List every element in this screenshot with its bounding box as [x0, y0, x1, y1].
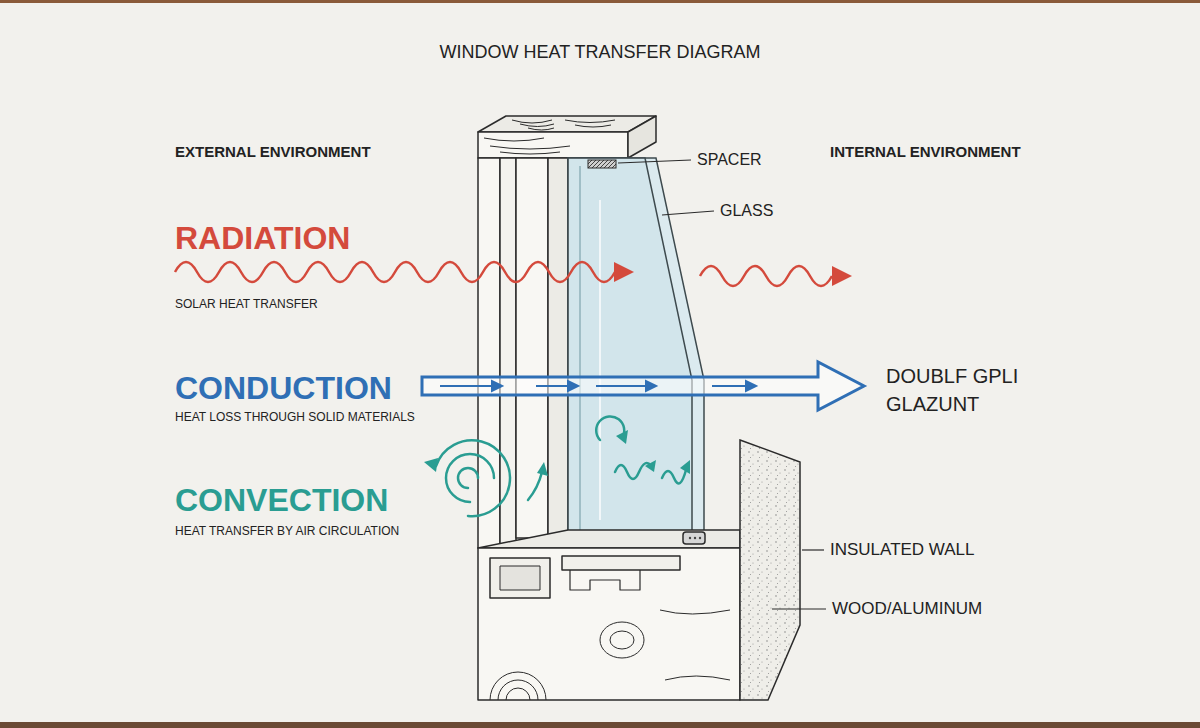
radiation-arrow — [175, 262, 852, 286]
convection-arrows — [424, 416, 690, 516]
arrowhead — [746, 381, 756, 391]
convection-swirl — [436, 440, 510, 516]
convection-wave — [662, 470, 686, 483]
arrowhead — [614, 262, 634, 282]
arrowhead — [645, 460, 656, 472]
radiation-wave — [175, 262, 615, 282]
sill-top-face — [478, 530, 740, 548]
glazing-unit — [568, 158, 704, 545]
part-label: GLASS — [720, 202, 773, 220]
pane-edge — [579, 166, 580, 540]
part-label: INSULATED WALL — [830, 540, 975, 560]
sill — [478, 530, 740, 700]
arrowhead — [832, 266, 852, 286]
flow-arrows — [440, 381, 756, 391]
head-side-face — [628, 116, 656, 158]
convection-swirl — [458, 468, 478, 488]
aluminum-profile — [562, 556, 680, 570]
convection-wave — [615, 463, 651, 479]
arrowhead — [537, 462, 548, 476]
sill-front-face — [478, 548, 740, 700]
flow-line — [712, 385, 748, 387]
leader-line — [772, 608, 826, 609]
glazing-label: DOUBLF GPLI GLAZUNT — [886, 362, 1061, 418]
glass-highlight — [599, 200, 601, 520]
top-border — [0, 0, 1200, 3]
arrowhead — [680, 460, 690, 474]
insulated-wall — [740, 440, 800, 700]
arrowhead — [616, 430, 628, 444]
jamb-inner — [516, 158, 548, 538]
flow-line — [440, 385, 494, 387]
desiccant-dot — [699, 537, 701, 539]
environment-label: EXTERNAL ENVIRONMENT — [175, 143, 371, 160]
outer-pane — [568, 158, 692, 545]
arrowhead — [646, 381, 656, 391]
mode-subtitle: HEAT TRANSFER BY AIR CIRCULATION — [175, 525, 399, 539]
jamb-stop — [548, 158, 568, 538]
aluminum-profile — [500, 566, 540, 590]
convection-swirl — [446, 454, 494, 502]
spacer-top — [588, 160, 616, 168]
aluminum-profile — [490, 558, 550, 598]
head-front-face — [478, 132, 628, 158]
arrowhead — [424, 458, 438, 472]
leader-line — [662, 211, 714, 215]
diagram-title: WINDOW HEAT TRANSFER DIAGRAM — [300, 42, 900, 63]
wood-grain — [660, 610, 730, 680]
conduction-arrow — [422, 362, 864, 410]
mode-heading: CONDUCTION — [175, 370, 392, 407]
wood-grain — [484, 138, 570, 154]
wood-grain — [490, 672, 546, 700]
arrowhead — [568, 381, 578, 391]
conduction-outline — [422, 362, 864, 410]
jamb-outer — [478, 158, 500, 548]
bottom-border — [0, 722, 1200, 728]
wood-grain — [512, 120, 615, 130]
head-top-face — [478, 116, 656, 132]
desiccant-dot — [689, 537, 691, 539]
inner-pane — [568, 158, 704, 545]
leader-line — [802, 549, 824, 550]
mode-subtitle: SOLAR HEAT TRANSFER — [175, 298, 318, 312]
flow-line — [536, 385, 570, 387]
aluminum-profile — [570, 570, 640, 590]
wood-grain — [600, 622, 644, 658]
mode-heading: CONVECTION — [175, 482, 388, 519]
environment-label: INTERNAL ENVIRONMENT — [830, 143, 1021, 160]
mode-subtitle: HEAT LOSS THROUGH SOLID MATERIALS — [175, 411, 415, 425]
arrowhead — [492, 381, 502, 391]
spacer-bottom — [683, 532, 705, 544]
radiation-wave — [700, 266, 832, 286]
desiccant-dot — [694, 537, 696, 539]
mode-heading: RADIATION — [175, 220, 350, 257]
part-label: WOOD/ALUMINUM — [832, 599, 982, 619]
leader-line — [618, 160, 691, 163]
flow-line — [596, 385, 648, 387]
convection-swirl — [528, 472, 542, 500]
part-label: SPACER — [697, 151, 762, 169]
